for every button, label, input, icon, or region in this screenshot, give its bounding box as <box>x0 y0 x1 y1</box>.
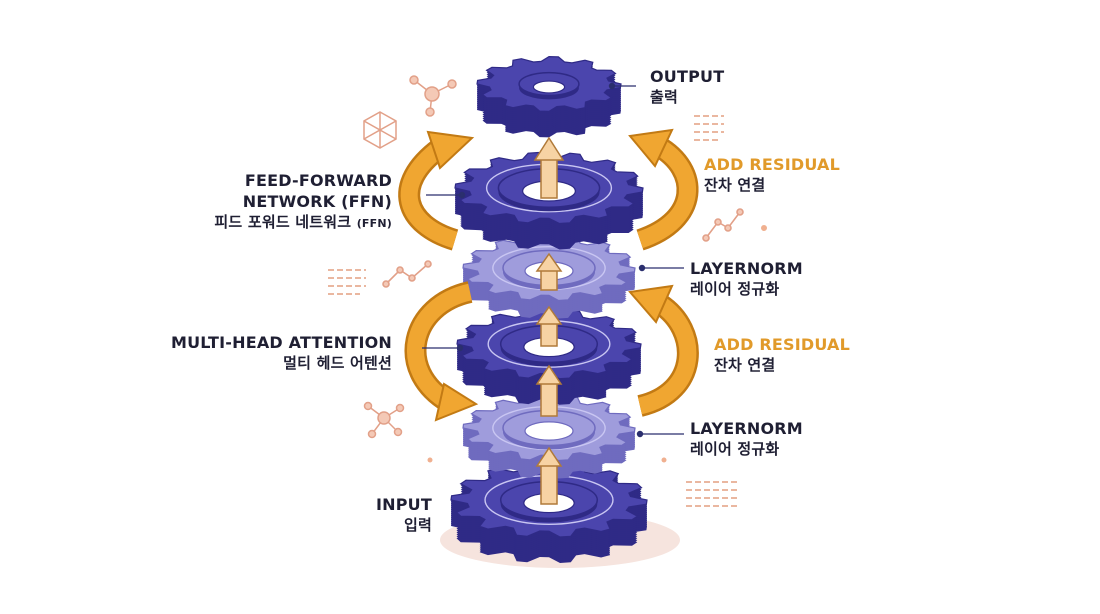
line-chart-icon <box>702 208 744 242</box>
residual-bottom-en: ADD RESIDUAL <box>714 335 851 354</box>
gear-output <box>476 55 622 138</box>
layernorm-top-en: LAYERNORM <box>690 259 803 278</box>
output-label-ko: 출력 <box>650 88 679 106</box>
accent-dots <box>427 225 767 463</box>
ffn-label: FEED-FORWARD NETWORK (FFN) 피드 포워드 네트워크 (… <box>190 170 392 234</box>
layernorm-bottom-en: LAYERNORM <box>690 419 803 438</box>
flow-arrows <box>533 136 565 505</box>
residual-arrows <box>398 128 699 422</box>
ffn-label-en-2: NETWORK (FFN) <box>242 192 392 211</box>
residual-top-ko: 잔차 연결 <box>704 176 766 194</box>
leader-lines <box>422 82 684 438</box>
layernorm-top-ko: 레이어 정규화 <box>690 280 780 298</box>
ffn-label-ko-suffix: (FFN) <box>356 217 392 230</box>
residual-top-label: ADD RESIDUAL 잔차 연결 <box>704 154 840 196</box>
line-chart-icon <box>382 260 432 288</box>
ffn-label-ko: 피드 포워드 네트워크 <box>214 213 352 231</box>
data-lines-icon <box>328 115 738 507</box>
input-label-ko: 입력 <box>403 516 432 534</box>
residual-bottom-label: ADD RESIDUAL 잔차 연결 <box>714 334 850 376</box>
ffn-label-en-1: FEED-FORWARD <box>244 171 392 190</box>
gear-layernorm-bottom <box>462 394 636 479</box>
output-label-en: OUTPUT <box>650 67 725 86</box>
layernorm-top-label: LAYERNORM 레이어 정규화 <box>690 258 803 300</box>
network-node-icon <box>363 401 405 439</box>
network-node-icon <box>409 75 457 117</box>
input-label: INPUT 입력 <box>330 494 432 536</box>
input-label-en: INPUT <box>376 495 432 514</box>
layernorm-bottom-label: LAYERNORM 레이어 정규화 <box>690 418 803 460</box>
attention-label-ko: 멀티 헤드 어텐션 <box>283 354 392 372</box>
residual-bottom-ko: 잔차 연결 <box>714 356 776 374</box>
layernorm-bottom-ko: 레이어 정규화 <box>690 440 780 458</box>
output-label: OUTPUT 출력 <box>650 66 724 108</box>
attention-label-en: MULTI-HEAD ATTENTION <box>170 333 392 352</box>
attention-label: MULTI-HEAD ATTENTION 멀티 헤드 어텐션 <box>150 332 392 374</box>
gear-layernorm-top <box>462 234 636 319</box>
hexagon-molecule-icon <box>363 111 397 149</box>
residual-top-en: ADD RESIDUAL <box>704 155 841 174</box>
